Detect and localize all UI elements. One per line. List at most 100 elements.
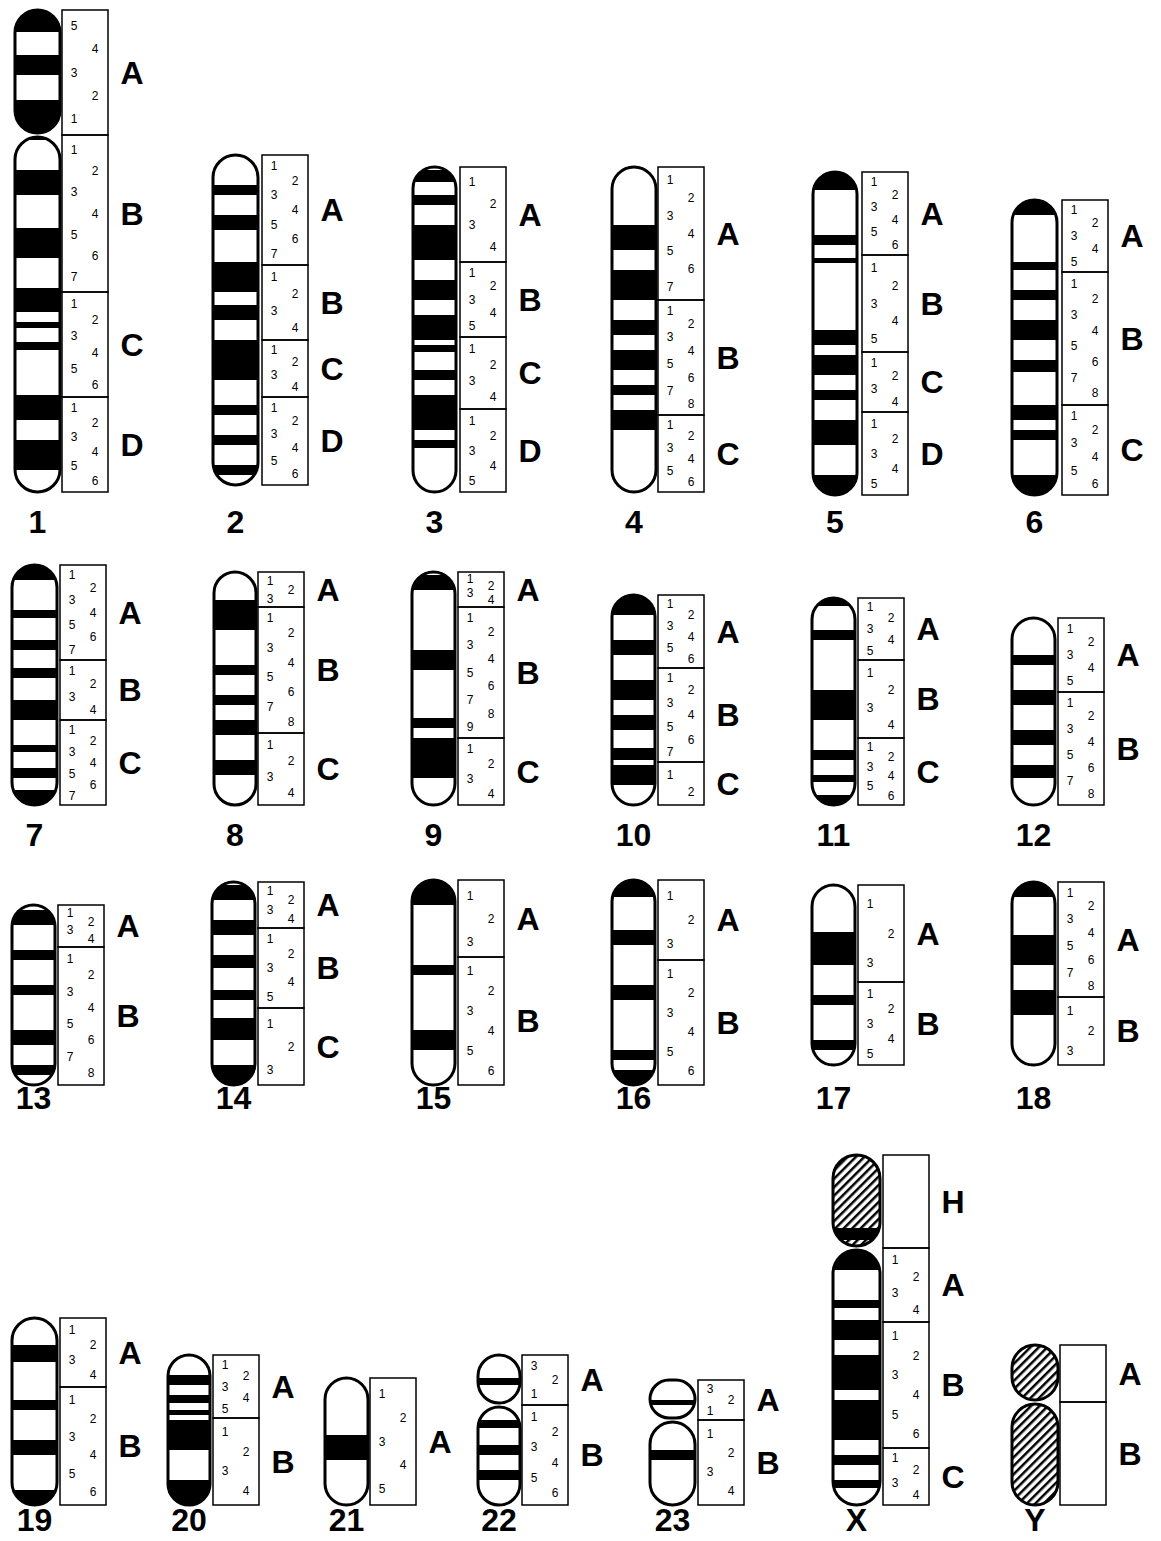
- region-bracket: [862, 352, 908, 412]
- band-number: 1: [707, 1405, 714, 1417]
- chromosome-number: 22: [481, 1504, 517, 1536]
- region-letter: B: [916, 1008, 939, 1040]
- band-number: 7: [1071, 372, 1078, 384]
- dark-band: [15, 10, 60, 32]
- band-group: [325, 1435, 368, 1460]
- band-number: 2: [90, 582, 97, 594]
- band-number: 7: [667, 281, 674, 293]
- band-number: 3: [892, 1369, 899, 1381]
- band-number: 1: [867, 898, 874, 910]
- region-bracket: [60, 1318, 106, 1387]
- dark-band: [168, 1480, 210, 1505]
- band-number: 2: [892, 189, 899, 201]
- band-number: 2: [488, 758, 495, 770]
- region-letter: B: [716, 1007, 739, 1039]
- band-number: 3: [667, 210, 674, 222]
- dark-band: [213, 340, 258, 380]
- band-number: 2: [490, 359, 497, 371]
- chromosome-body: [833, 1250, 880, 1505]
- dark-band: [812, 750, 855, 760]
- region-bracket: [62, 135, 108, 292]
- band-number: 3: [1067, 723, 1074, 735]
- region-bracket: [698, 1420, 744, 1505]
- region-bracket: [458, 607, 504, 738]
- band-number: 5: [469, 475, 476, 487]
- region-bracket: [60, 565, 106, 660]
- dark-band: [214, 695, 256, 705]
- band-number: 2: [892, 370, 899, 382]
- band-number: 3: [667, 1007, 674, 1019]
- band-number: 4: [552, 1457, 559, 1469]
- band-number: 1: [467, 612, 474, 624]
- band-number: 3: [667, 620, 674, 632]
- region-bracket: [60, 720, 106, 805]
- region-letter: C: [518, 357, 541, 389]
- band-number: 5: [71, 363, 78, 375]
- band-number: 3: [1067, 1045, 1074, 1057]
- band-number: 2: [292, 175, 299, 187]
- band-number: 6: [288, 686, 295, 698]
- dark-band: [413, 370, 456, 380]
- dark-band: [833, 1320, 880, 1340]
- dark-band: [1012, 290, 1057, 300]
- band-number: 5: [867, 780, 874, 792]
- chromosome: [12, 565, 57, 805]
- chromosome-body: [813, 172, 857, 495]
- band-number: 5: [1071, 465, 1078, 477]
- chromosome-outline: [15, 137, 60, 492]
- dark-band: [413, 225, 456, 260]
- band-number: 5: [867, 645, 874, 657]
- region-letter: C: [716, 768, 739, 800]
- dark-band: [213, 262, 258, 292]
- chromosome-outline: [213, 155, 258, 485]
- band-group: [478, 1378, 520, 1480]
- region-letter: A: [716, 616, 739, 648]
- region-letter: A: [118, 597, 141, 629]
- region-bracket: [460, 167, 506, 262]
- dark-band: [833, 1400, 880, 1440]
- region-bracket: [62, 397, 108, 492]
- dark-band: [213, 435, 258, 445]
- chromosome: [612, 595, 655, 805]
- region-bracket: [62, 292, 108, 397]
- band-number: 2: [888, 684, 895, 696]
- band-number: 1: [69, 1324, 76, 1336]
- region-bracket: [258, 1008, 304, 1085]
- dark-band: [612, 1050, 655, 1060]
- band-number: 8: [88, 1067, 95, 1079]
- band-number: 1: [222, 1359, 229, 1371]
- region-bracket: [883, 1448, 929, 1505]
- band-number: 1: [267, 739, 274, 751]
- band-number: 3: [267, 1064, 274, 1076]
- band-number: 2: [288, 584, 295, 596]
- region-bracket: [258, 882, 304, 928]
- dark-band: [612, 320, 656, 335]
- band-number: 4: [688, 228, 695, 240]
- chromosome: [325, 1378, 368, 1505]
- band-number: 7: [1067, 967, 1074, 979]
- band-number: 2: [688, 609, 695, 621]
- band-number: 2: [90, 1413, 97, 1425]
- dark-band: [612, 765, 655, 785]
- region-letter: B: [316, 654, 339, 686]
- band-number: 2: [243, 1370, 250, 1382]
- chromosome: [213, 155, 258, 485]
- band-number: 3: [71, 431, 78, 443]
- band-number: 1: [469, 176, 476, 188]
- band-group: [812, 598, 855, 805]
- band-number: 1: [271, 160, 278, 172]
- band-number: 1: [1067, 623, 1074, 635]
- chromosome-outline: [12, 1318, 57, 1505]
- band-number: 4: [688, 631, 695, 643]
- band-number: 2: [92, 165, 99, 177]
- band-number: 1: [1067, 697, 1074, 709]
- region-bracket: [522, 1405, 568, 1505]
- band-number: 2: [288, 948, 295, 960]
- band-number: 1: [379, 1388, 386, 1400]
- band-number: 2: [243, 1446, 250, 1458]
- region-letter: B: [716, 342, 739, 374]
- band-number: 6: [488, 1065, 495, 1077]
- dark-band: [214, 720, 256, 735]
- chromosome-outline: [214, 572, 256, 805]
- band-number: 1: [667, 672, 674, 684]
